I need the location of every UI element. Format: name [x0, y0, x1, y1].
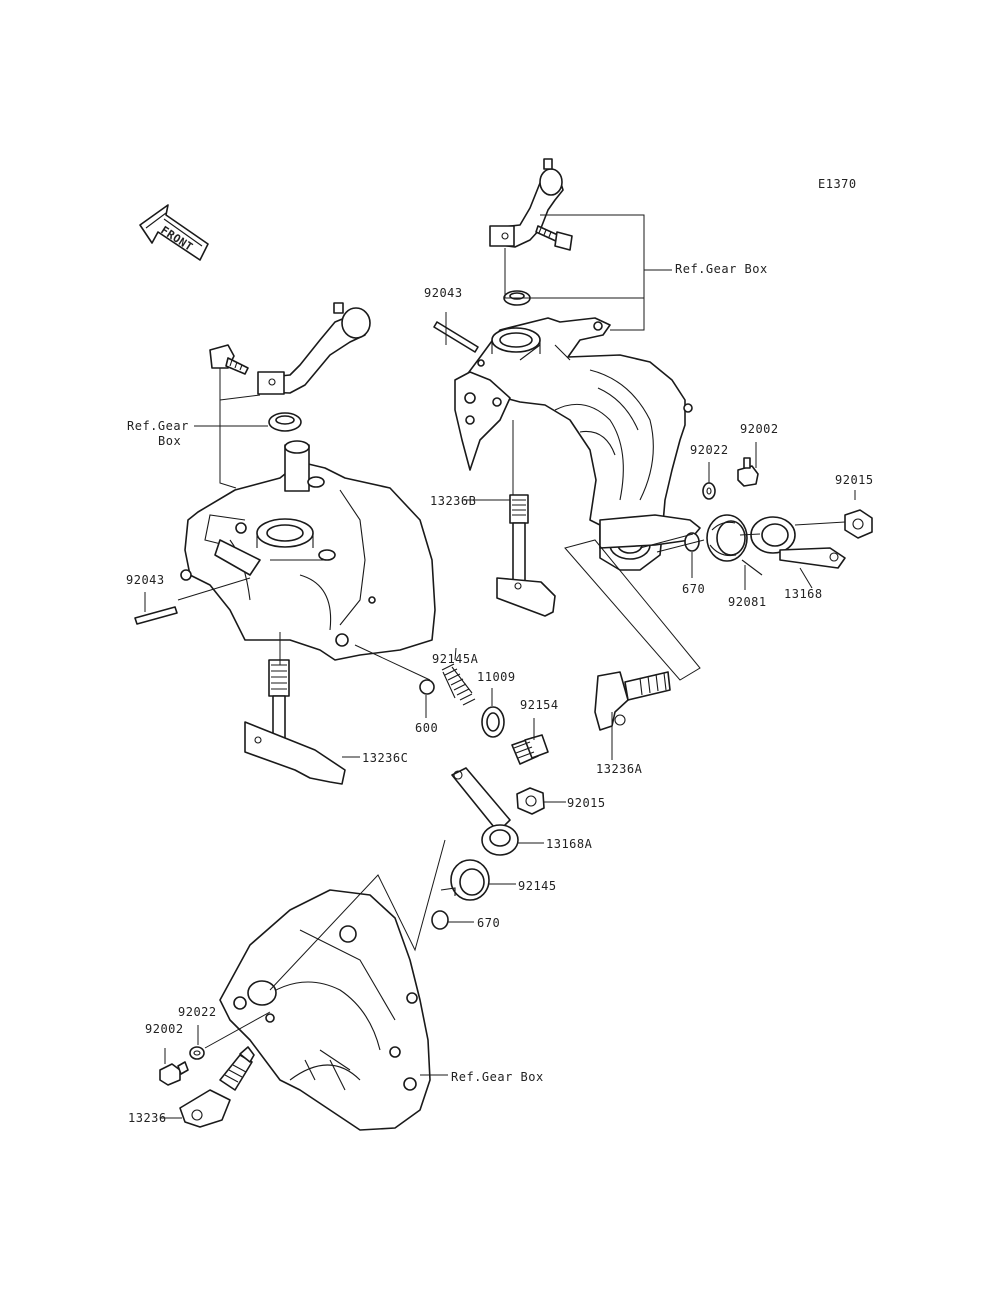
shift-lever-left: [257, 302, 371, 395]
shift-shaft-13236B: [496, 494, 556, 617]
gearbox-housing-left: [180, 440, 436, 661]
bolt-92002-right: [737, 457, 759, 487]
nut-92015-right: [844, 509, 873, 539]
washer-92022-right: [702, 482, 716, 500]
oring-670-right: [684, 532, 700, 552]
label-ref-gear-box-bottom: Ref.Gear Box: [451, 1070, 544, 1084]
nut-92015-mid: [516, 787, 545, 815]
label-670-mid: 670: [477, 916, 500, 930]
label-13168: 13168: [784, 587, 823, 601]
label-92154: 92154: [520, 698, 559, 712]
label-92022-right: 92022: [690, 443, 729, 457]
label-92002-right: 92002: [740, 422, 779, 436]
front-arrow-icon: FRONT: [139, 204, 209, 261]
shift-lever-right: [489, 158, 564, 248]
washer-11009: [481, 706, 505, 738]
label-13168A: 13168A: [546, 837, 593, 851]
washer-92022-left: [189, 1046, 205, 1060]
gearbox-housing-right: [454, 317, 701, 571]
label-92002-left: 92002: [145, 1022, 184, 1036]
spring-92145A: [441, 663, 476, 706]
gearbox-housing-bottom: [219, 889, 431, 1131]
label-13236: 13236: [128, 1111, 167, 1125]
arm-13168A: [451, 767, 519, 856]
label-92145A: 92145A: [432, 652, 479, 666]
label-ref-gear-box-left-2: Box: [158, 434, 181, 448]
arm-13168: [750, 516, 846, 569]
spring-92145: [440, 859, 490, 901]
label-600: 600: [415, 721, 438, 735]
diagram-code: E1370: [818, 177, 857, 191]
leader-lines-left: [144, 368, 566, 1119]
label-92015-right: 92015: [835, 473, 874, 487]
label-ref-gear-box-left-1: Ref.Gear: [127, 419, 189, 433]
label-92043-left: 92043: [126, 573, 165, 587]
spring-92081: [706, 514, 763, 576]
label-92022-left: 92022: [178, 1005, 217, 1019]
label-13236B: 13236B: [430, 494, 476, 508]
label-ref-gear-box-top: Ref.Gear Box: [675, 262, 768, 276]
label-92043-top: 92043: [424, 286, 463, 300]
ball-600: [419, 679, 435, 695]
pin-92043-left: [134, 606, 178, 625]
pin-92043-top: [433, 321, 479, 353]
label-92015-mid: 92015: [567, 796, 606, 810]
label-92145: 92145: [518, 879, 557, 893]
shift-shaft-13236C: [244, 659, 346, 785]
oring-670-mid: [431, 910, 449, 930]
washer-left: [268, 412, 302, 432]
label-13236A: 13236A: [596, 762, 643, 776]
label-92081: 92081: [728, 595, 767, 609]
shift-shaft-13236A: [594, 671, 671, 731]
label-11009: 11009: [477, 670, 516, 684]
shift-shaft-13236: [179, 1046, 255, 1128]
leader-lines-top-right: [445, 214, 856, 760]
label-670-right: 670: [682, 582, 705, 596]
bolt-92002-left: [159, 1061, 189, 1086]
plug-92154: [511, 734, 549, 765]
bolt-right: [535, 225, 573, 251]
label-13236C: 13236C: [362, 751, 408, 765]
bolt-left: [209, 344, 249, 375]
